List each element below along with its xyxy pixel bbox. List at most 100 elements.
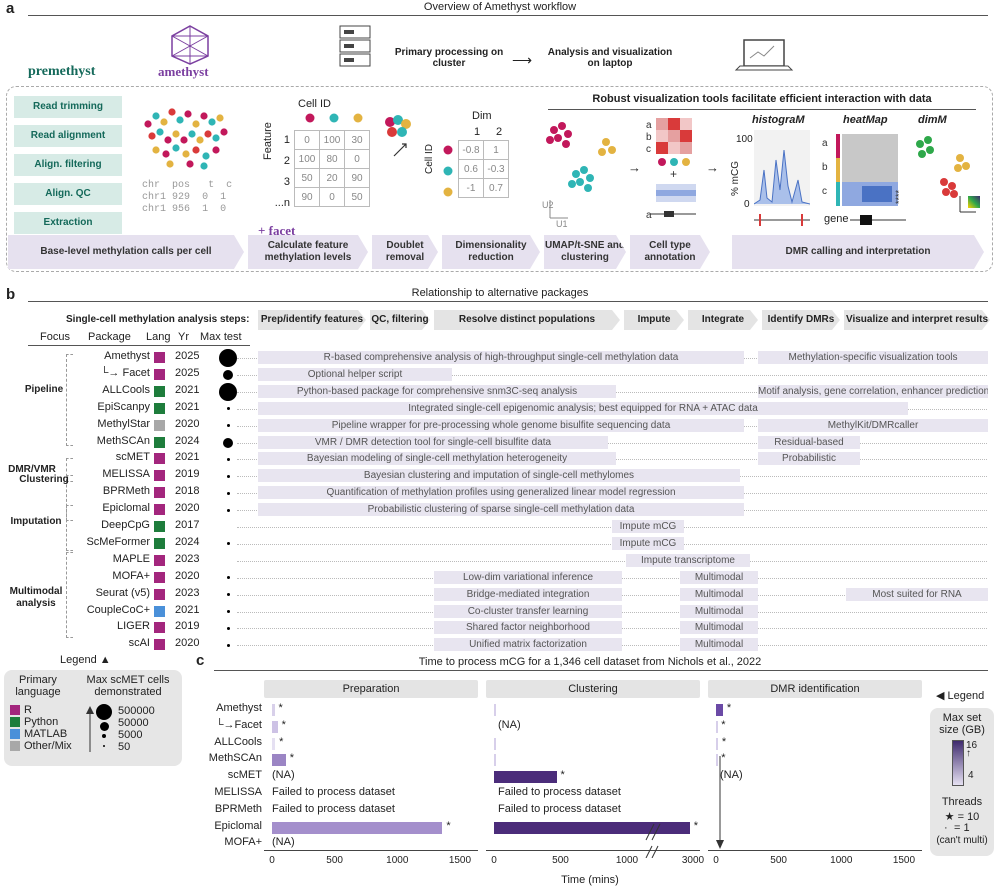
timing-note: (NA) <box>272 769 295 782</box>
timing-package-name: MOFA+ <box>224 836 262 849</box>
viz-rule <box>548 109 976 110</box>
c-legend-threads-star: ★ = 10 <box>944 811 980 823</box>
x-tick-label: 3000 <box>681 855 705 866</box>
legend-lang-name: R <box>24 704 32 716</box>
premethyst-step: Align. QC <box>14 183 122 205</box>
timing-bar <box>716 720 718 733</box>
language-swatch <box>154 588 165 600</box>
x-tick-label: 1500 <box>448 855 472 866</box>
max-test-dot <box>226 508 230 512</box>
panel-c-title: Time to process mCG for a 1,346 cell dat… <box>418 656 762 668</box>
analysis-step: QC, filtering <box>370 310 430 330</box>
panel-a-title: Overview of Amethyst workflow <box>423 1 577 13</box>
premethyst-logo: premethyst <box>28 64 96 79</box>
cell-dot <box>160 118 168 126</box>
legend-lang-name: Other/Mix <box>24 740 72 752</box>
description-bar: Co-cluster transfer learning <box>434 604 622 618</box>
group-bracket-clustering <box>66 475 73 521</box>
package-name: MOFA+ <box>112 569 150 582</box>
timing-note: Failed to process dataset <box>498 786 621 798</box>
heatmap-plot: a b c **** <box>822 134 904 206</box>
cell-dot <box>188 130 196 138</box>
svg-text:a: a <box>646 120 652 131</box>
timing-package-name: Epiclomal <box>214 819 262 832</box>
analysis-step: Impute <box>624 310 684 330</box>
description-bar: Residual-based <box>758 435 860 449</box>
max-test-dot <box>219 382 237 401</box>
thread-star-marker: * <box>289 752 295 765</box>
gene-label: gene <box>824 213 849 225</box>
language-swatch <box>154 453 165 465</box>
umap-y-label: U2 <box>542 200 554 210</box>
package-year: 2024 <box>175 535 200 548</box>
pipeline-step: Dimensionality reduction <box>442 235 540 269</box>
c-legend-threads-note: (can't multi) <box>936 835 988 846</box>
c-legend-threads-one: = 1 <box>954 822 970 834</box>
package-name: scAI <box>128 637 150 650</box>
package-name: BPRMeth <box>102 485 150 498</box>
premethyst-step: Extraction <box>14 212 122 234</box>
x-tick-label: 1000 <box>386 855 409 866</box>
thread-star-marker: * <box>721 718 726 731</box>
package-year: 2020 <box>175 417 200 430</box>
x-tick-label: 1000 <box>830 855 853 866</box>
pipeline-step: DMR calling and interpretation <box>732 235 984 269</box>
description-bar: Bridge-mediated integration <box>434 587 622 601</box>
group-bracket-imputation <box>66 505 73 551</box>
language-swatch <box>154 419 165 431</box>
description-bar: Most suited for RNA <box>846 587 988 601</box>
dmr-down-arrow <box>716 756 724 849</box>
umap-clusters: U2 U1 <box>542 122 616 228</box>
timing-bar <box>494 704 496 716</box>
panel-b-title: Relationship to alternative packages <box>411 287 589 299</box>
language-swatch <box>154 554 165 566</box>
group-bracket-multimodal <box>66 552 73 638</box>
amethyst-gem-icon <box>171 25 209 65</box>
group-bracket-dmr <box>66 458 73 482</box>
timing-bar <box>494 771 557 784</box>
description-bar: Unified matrix factorization <box>434 638 622 652</box>
pipeline-step: Cell type annotation <box>630 235 710 269</box>
timing-bar <box>494 737 496 750</box>
amethyst-logo: amethyst <box>158 64 209 79</box>
description-bar: Multimodal <box>680 587 758 601</box>
max-test-dot <box>223 437 233 448</box>
focus-multimodal: Multimodal analysis <box>9 586 63 609</box>
clust-x-axis <box>486 850 700 851</box>
cell-id-title: Cell ID <box>298 98 332 110</box>
legend-title: Legend ▲ <box>60 654 111 666</box>
description-bar: Integrated single-cell epigenomic analys… <box>258 401 908 415</box>
panel-c-rule <box>214 670 988 671</box>
description-bar: Optional helper script <box>258 367 452 381</box>
cell-dot <box>172 144 180 152</box>
package-year: 2021 <box>175 451 200 464</box>
cell-dots-cloud <box>144 108 228 170</box>
package-year: 2021 <box>175 383 200 396</box>
description-bar: Python-based package for comprehensive s… <box>258 384 616 398</box>
max-test-dot <box>226 407 230 411</box>
focus-pipeline: Pipeline <box>24 384 64 395</box>
cell-dot <box>176 116 184 124</box>
package-year: 2019 <box>175 468 200 481</box>
cell-dot <box>148 132 156 140</box>
svg-text:a: a <box>646 210 652 221</box>
legend-lang-name: MATLAB <box>24 728 68 740</box>
description-bar: Shared factor neighborhood <box>434 621 622 635</box>
max-test-dot <box>226 593 230 597</box>
package-name: Seurat (v5) <box>95 586 150 599</box>
description-bar: Bayesian clustering and imputation of si… <box>258 469 740 483</box>
timing-bar <box>272 704 275 716</box>
dmr-x-axis <box>708 850 922 851</box>
thread-star-marker: * <box>721 735 727 748</box>
package-year: 2025 <box>175 350 200 362</box>
cell-dot <box>182 150 190 158</box>
legend-size-dot <box>100 722 109 731</box>
timing-package-name: ALLCools <box>214 735 262 748</box>
language-swatch <box>154 436 165 448</box>
legend-size-dot <box>103 745 105 747</box>
annotation-heatmap: a b c + a <box>646 118 696 221</box>
cell-dot <box>200 162 208 170</box>
package-year: 2017 <box>175 519 200 531</box>
histogram-plot <box>754 130 810 226</box>
thread-star-marker: * <box>278 702 283 714</box>
